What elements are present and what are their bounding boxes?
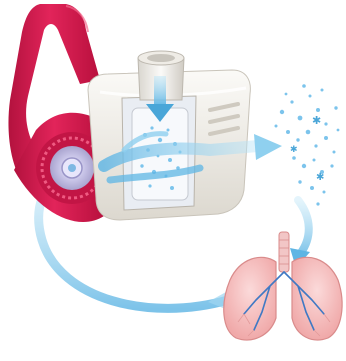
particle-plume: ✱ ✱ ✱ [275, 84, 340, 205]
lungs [224, 232, 342, 340]
svg-text:✱: ✱ [290, 145, 298, 155]
svg-text:✱: ✱ [316, 172, 324, 183]
svg-text:✱: ✱ [312, 114, 321, 127]
